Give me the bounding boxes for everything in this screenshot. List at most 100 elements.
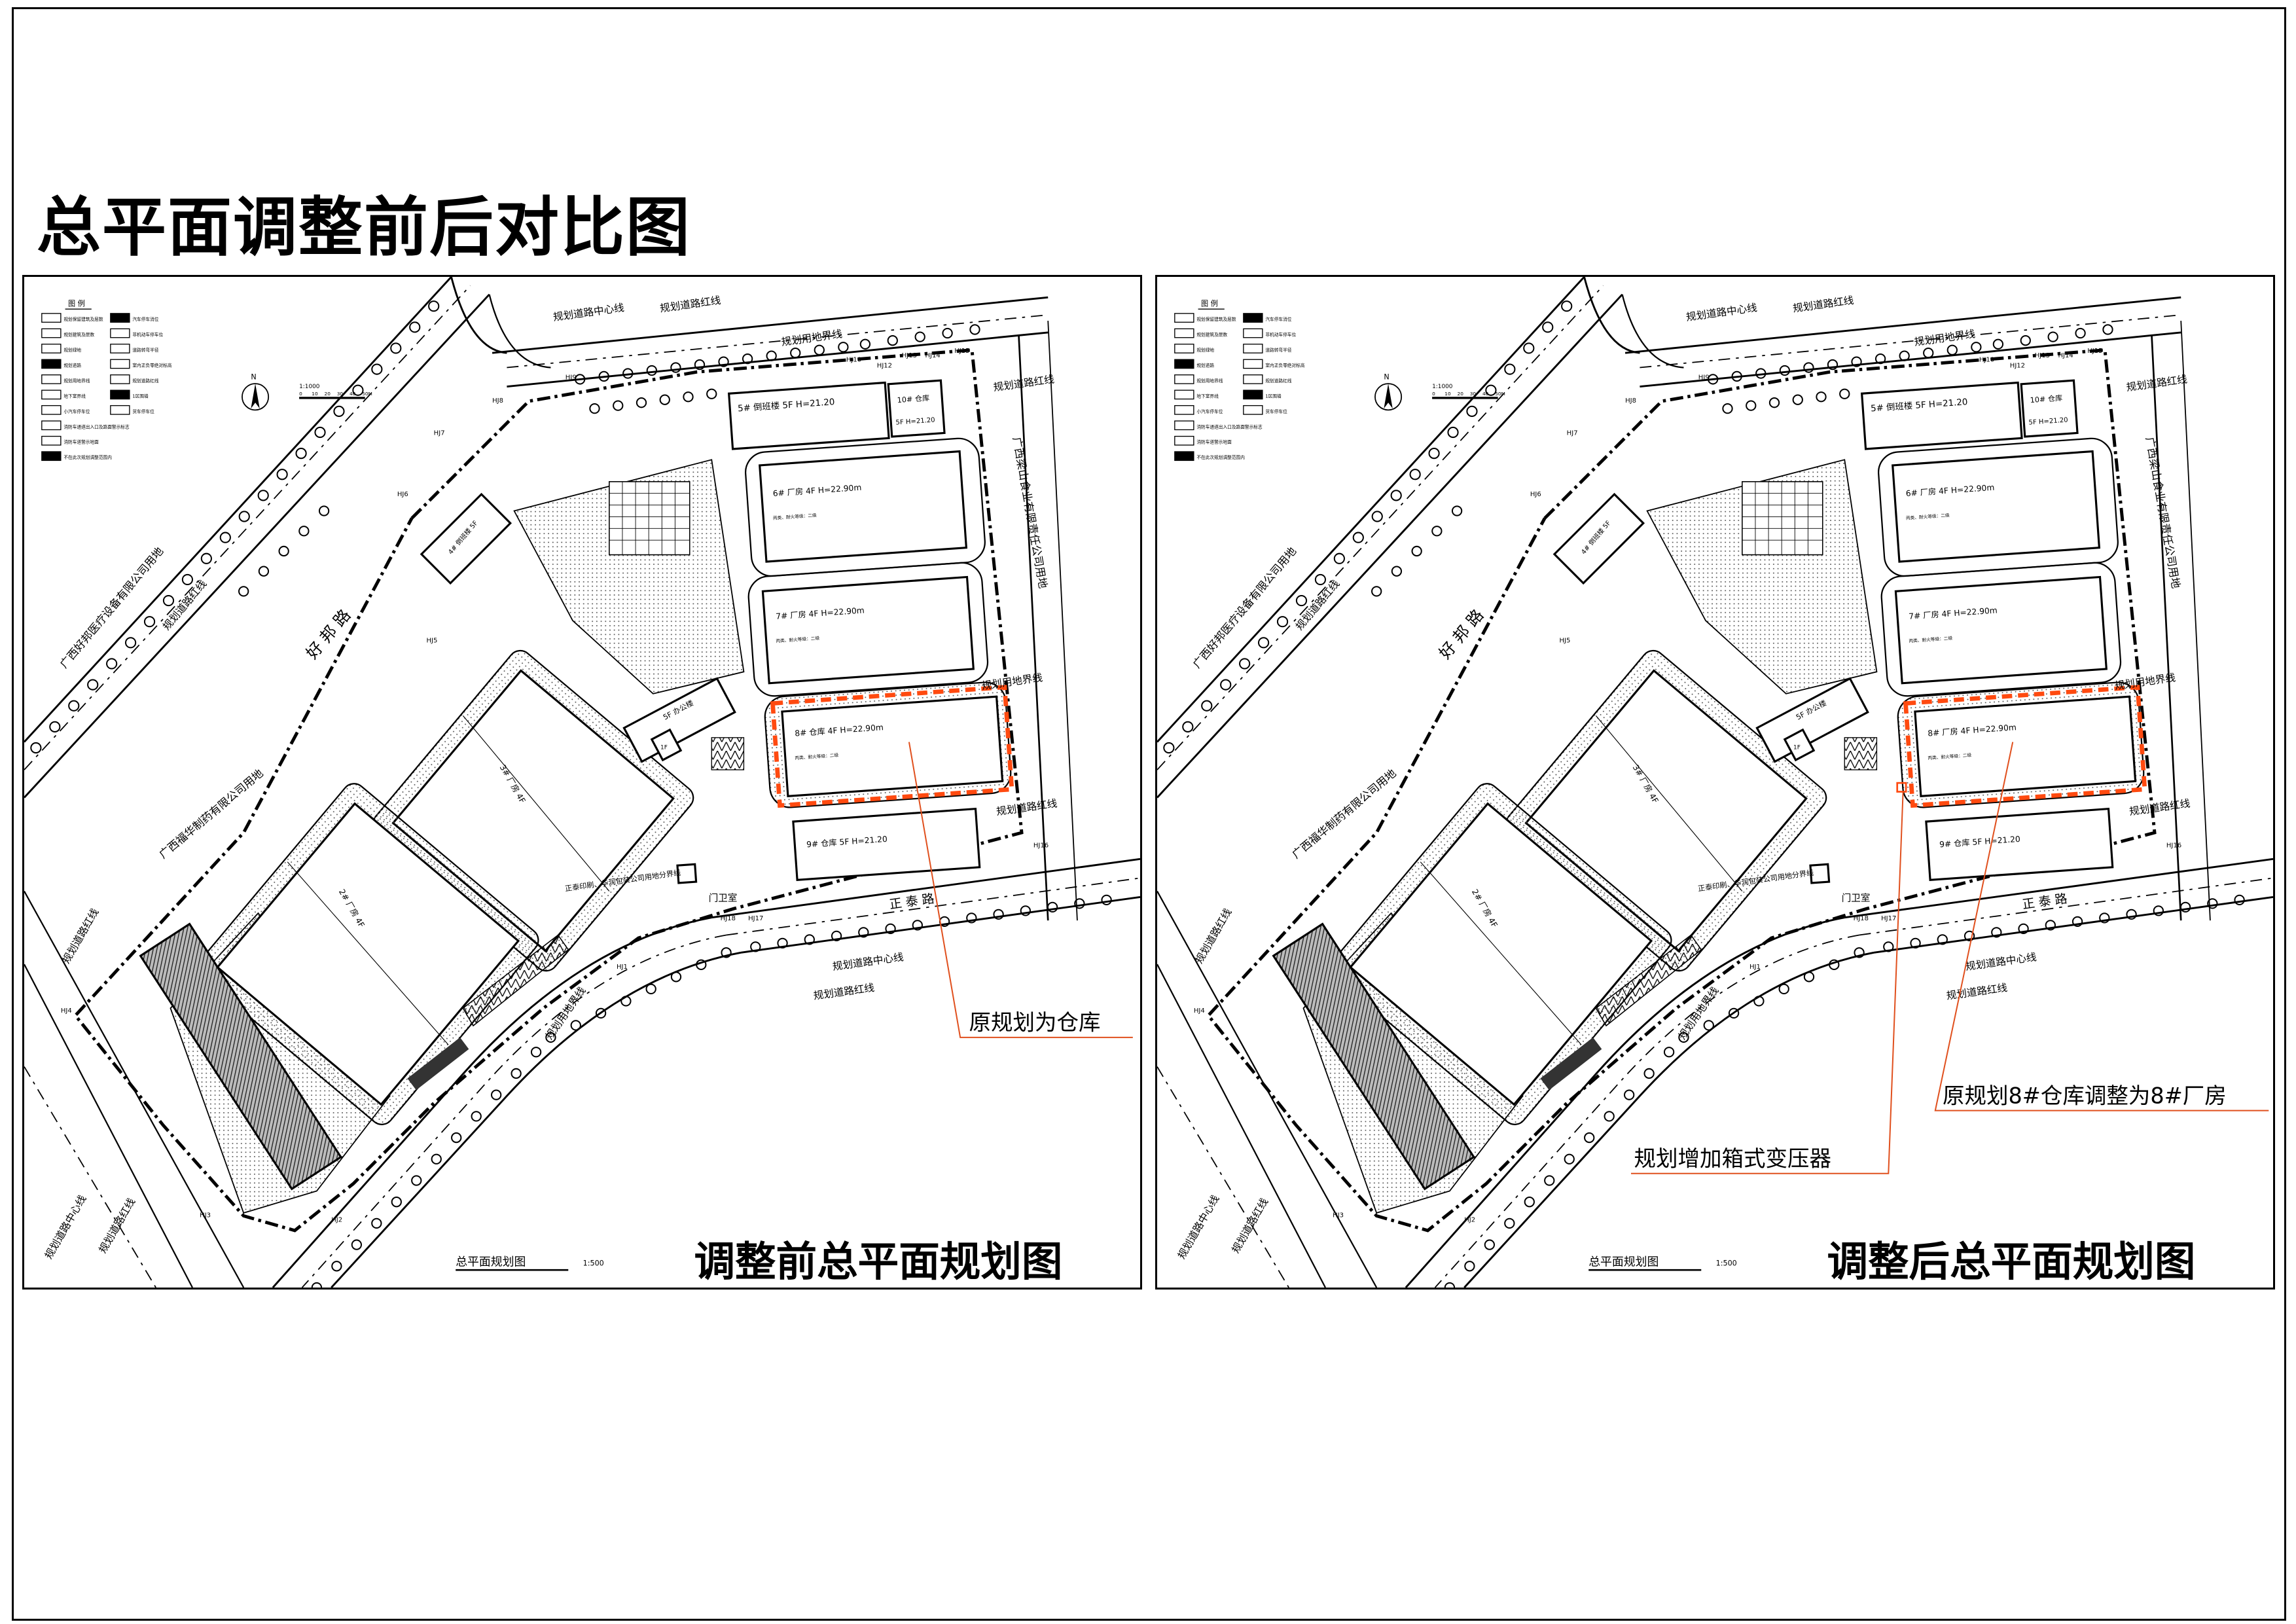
annotation-leader-line: [1934, 742, 2269, 1111]
road-line: [711, 857, 1140, 919]
parking-area: [462, 934, 569, 1027]
annex-1f: [1783, 728, 1816, 762]
drawing-name: 总平面规划图: [456, 1255, 526, 1269]
road-centerline: [24, 1066, 156, 1288]
drawing-scale: 1:500: [1716, 1259, 1737, 1267]
building-10: [2020, 379, 2079, 438]
tree-symbol: [646, 365, 658, 376]
tree-symbol: [887, 335, 898, 346]
tree-symbol: [87, 679, 99, 691]
hj-marker-label: HJ17: [748, 915, 763, 922]
tree-symbol: [814, 344, 825, 355]
legend-item: 规划保留建筑及层数: [1196, 316, 1236, 322]
tree-symbol: [1707, 374, 1719, 385]
tree-symbol: [1792, 394, 1803, 405]
map-label: 好 邦 路: [302, 605, 355, 662]
tree-symbol: [428, 300, 440, 312]
plaza-paving: [1742, 481, 1823, 556]
tree-symbol: [659, 394, 670, 405]
legend-swatch: [110, 344, 130, 353]
building-1: [1272, 922, 1475, 1191]
scale-tick: 20: [1458, 391, 1464, 397]
hj-marker-label: HJ1: [617, 964, 628, 971]
legend-item: 规划保留建筑及层数: [63, 316, 103, 322]
tree-symbol: [1991, 927, 2002, 938]
building-10: [887, 379, 946, 438]
panel-title: 调整后总平面规划图: [1827, 1238, 2195, 1286]
legend-item: 1区围墙: [1265, 393, 1282, 399]
site-plan-drawing: 图 例规划保留建筑及层数汽车停车消位规划建筑及层数非机动车停车位规划绿地道路转弯…: [24, 277, 1140, 1288]
building-7: [1894, 575, 2108, 685]
gate-house: [676, 863, 698, 884]
panel-before-adjustment: 图 例规划保留建筑及层数汽车停车消位规划建筑及层数非机动车停车位规划绿地道路转弯…: [22, 275, 1142, 1290]
annotation-add-transformer: 规划增加箱式变压器: [1634, 1146, 1831, 1172]
road-centerline: [24, 285, 471, 770]
tree-symbol: [124, 637, 137, 649]
map-label: 规划道路红线: [2128, 797, 2191, 818]
tree-symbol: [622, 368, 634, 379]
map-label: 好 邦 路: [1435, 605, 1488, 662]
hj-marker-label: HJ8: [1625, 397, 1636, 405]
map-label: 规划道路红线: [996, 797, 1058, 818]
tree-symbol: [2179, 901, 2191, 913]
tree-symbol: [1779, 365, 1791, 376]
hj-marker-label: HJ14: [925, 352, 941, 359]
tree-symbol: [49, 721, 61, 732]
legend-swatch: [1174, 420, 1194, 431]
tree-symbol: [1163, 742, 1175, 754]
tree-symbol: [750, 941, 761, 952]
tree-symbol: [1854, 947, 1865, 958]
tree-symbol: [278, 545, 289, 557]
scale-ratio: 1:1000: [299, 384, 320, 390]
scale-bar: [299, 397, 365, 399]
legend: 图 例规划保留建筑及层数汽车停车消位规划建筑及层数非机动车停车位规划绿地道路转弯…: [1174, 299, 1305, 461]
legend-swatch: [41, 374, 62, 384]
legend: 图 例规划保留建筑及层数汽车停车消位规划建筑及层数非机动车停车位规划绿地道路转弯…: [41, 299, 172, 461]
tree-symbol: [1584, 1132, 1595, 1144]
tree-symbol: [1444, 1282, 1456, 1288]
tree-symbol: [2075, 327, 2086, 339]
legend-item: 汽车停车消位: [132, 316, 158, 322]
legend-swatch: [41, 451, 62, 461]
legend-item: 消防车通道出入口及路面警示标志: [63, 424, 130, 429]
tree-symbol: [696, 959, 707, 970]
annex-1f: [650, 728, 683, 762]
tree-symbol: [1371, 586, 1382, 597]
tree-symbol: [683, 391, 694, 403]
hj-marker-label: HJ4: [61, 1007, 72, 1015]
legend-item: 货车停车位: [132, 408, 154, 414]
legend-swatch: [1243, 328, 1263, 338]
tree-symbol: [1409, 469, 1421, 480]
building-9: [1925, 807, 2114, 881]
tree-symbol: [598, 370, 609, 382]
tree-symbol: [1431, 526, 1443, 537]
hj-marker-label: HJ3: [200, 1212, 211, 1219]
legend-item: 消防车道警示地面: [1196, 439, 1232, 445]
road-line: [1640, 331, 2181, 388]
legend-item: 规划道路红线: [132, 378, 158, 384]
legend-title: 图 例: [1201, 299, 1218, 308]
legend-item: 规划建筑及层数: [1196, 331, 1227, 337]
tree-symbol: [589, 403, 600, 414]
tree-symbol: [352, 384, 364, 396]
legend-item: 地下室界线: [1196, 393, 1219, 399]
map-label: 规划道路红线: [813, 981, 876, 1002]
tree-symbol: [238, 586, 249, 597]
tree-symbol: [1074, 898, 1085, 909]
tree-symbol: [1703, 1020, 1714, 1031]
north-arrow-icon: [1384, 384, 1393, 409]
parking-area: [407, 1037, 469, 1091]
annex-1f-label: 1F: [1793, 745, 1801, 751]
tree-symbol: [318, 505, 330, 516]
building-2: [216, 802, 520, 1106]
panel-after-adjustment: 图 例规划保留建筑及层数汽车停车消位规划建筑及层数非机动车停车位规划绿地道路转弯…: [1155, 275, 2275, 1290]
legend-swatch: [110, 405, 130, 415]
building-4: [1552, 492, 1645, 585]
map-label: 规划道路中心线: [1685, 301, 1758, 323]
tree-symbol: [1678, 1032, 1689, 1043]
building-10-label: 5F H=21.20: [895, 417, 935, 427]
hj-marker-label: HJ2: [1464, 1216, 1475, 1223]
tree-symbol: [1523, 342, 1535, 354]
map-label: 正 泰 路: [2022, 892, 2068, 912]
tree-symbol: [1755, 368, 1767, 379]
